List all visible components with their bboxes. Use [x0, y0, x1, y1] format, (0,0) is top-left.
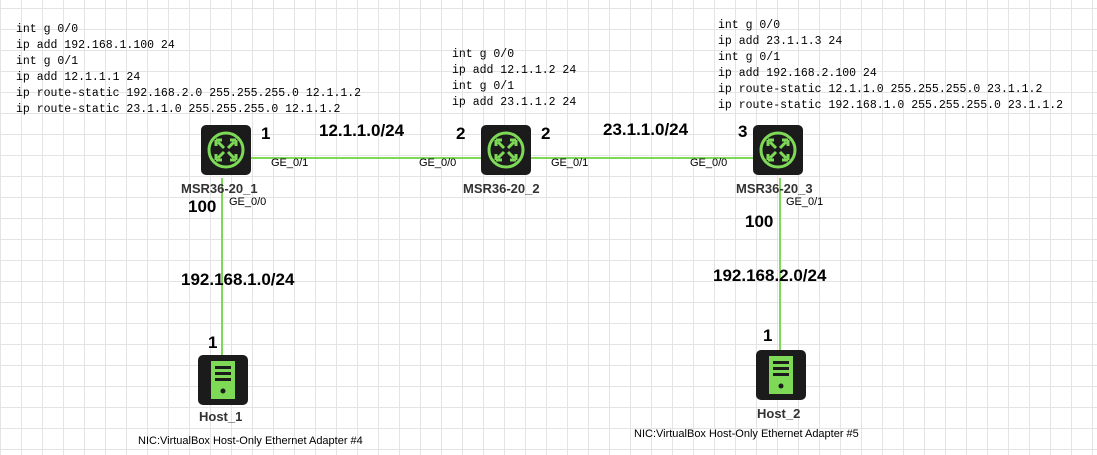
- octet-r1-n12: 1: [261, 124, 271, 143]
- router-msr36-20-3[interactable]: [753, 125, 803, 175]
- octet-r2-n12: 2: [456, 124, 466, 143]
- device-label-h2: Host_2: [757, 406, 801, 421]
- port-r3-g01: GE_0/1: [786, 196, 824, 208]
- port-r1-g00: GE_0/0: [229, 196, 267, 208]
- device-label-r1: MSR36-20_1: [181, 181, 258, 196]
- config-r3: int g 0/0 ip add 23.1.1.3 24 int g 0/1 i…: [718, 19, 1064, 112]
- config-r1: int g 0/0 ip add 192.168.1.100 24 int g …: [16, 23, 362, 116]
- network-23: 23.1.1.0/24: [603, 120, 689, 139]
- device-label-r3: MSR36-20_3: [736, 181, 813, 196]
- network-192-168-2: 192.168.2.0/24: [713, 266, 827, 285]
- config-r2: int g 0/0 ip add 12.1.1.2 24 int g 0/1 i…: [452, 48, 577, 109]
- nic-label-h1: NIC:VirtualBox Host-Only Ethernet Adapte…: [138, 435, 363, 447]
- server-icon: [211, 361, 235, 399]
- octet-h1: 1: [208, 333, 218, 352]
- port-r1-g01: GE_0/1: [271, 157, 309, 169]
- port-r2-g00: GE_0/0: [419, 157, 457, 169]
- router-icon: [487, 131, 525, 169]
- network-192-168-1: 192.168.1.0/24: [181, 270, 295, 289]
- octet-r1-n1: 100: [188, 197, 217, 216]
- server-icon: [769, 356, 793, 394]
- router-msr36-20-1[interactable]: [201, 125, 251, 175]
- port-r3-g00: GE_0/0: [690, 157, 728, 169]
- device-label-r2: MSR36-20_2: [463, 181, 540, 196]
- octet-r3-n2: 100: [745, 212, 774, 231]
- router-msr36-20-2[interactable]: [481, 125, 531, 175]
- link-r3-h2[interactable]: [779, 178, 781, 350]
- port-r2-g01: GE_0/1: [551, 157, 589, 169]
- octet-r2-n23: 2: [541, 124, 551, 143]
- octet-h2: 1: [763, 326, 773, 345]
- network-12: 12.1.1.0/24: [319, 121, 405, 140]
- router-icon: [759, 131, 797, 169]
- host-2[interactable]: [756, 350, 806, 400]
- link-r1-h1[interactable]: [221, 178, 223, 356]
- device-label-h1: Host_1: [199, 409, 243, 424]
- nic-label-h2: NIC:VirtualBox Host-Only Ethernet Adapte…: [634, 428, 859, 440]
- router-icon: [207, 131, 245, 169]
- octet-r3-n23: 3: [738, 122, 748, 141]
- host-1[interactable]: [198, 355, 248, 405]
